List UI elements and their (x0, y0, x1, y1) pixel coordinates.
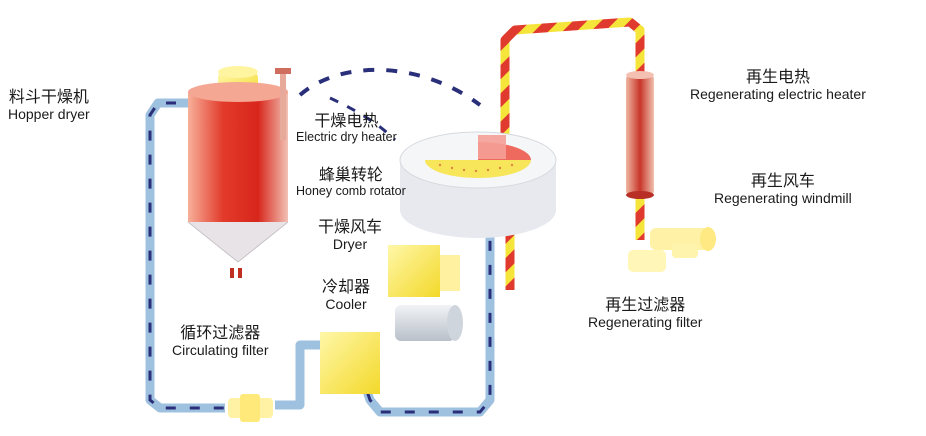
label-zh: 蜂巢转轮 (318, 165, 383, 184)
label-zh: 干燥风车 (318, 217, 383, 236)
label-regen-heater: 再生电热 Regenerating electric heater (690, 67, 866, 103)
label-en: Hopper dryer (8, 106, 90, 123)
label-honey-comb-rotator: 蜂巢转轮 Honey comb rotator (296, 165, 406, 199)
label-zh: 循环过滤器 (180, 323, 261, 342)
label-zh: 再生电热 (745, 67, 810, 86)
label-regen-filter: 再生过滤器 Regenerating filter (588, 295, 703, 331)
label-cooler: 冷却器 Cooler (322, 277, 371, 313)
label-dryer: 干燥风车 Dryer (318, 217, 383, 253)
honeycomb-rotator (399, 131, 557, 238)
dryer-fan (388, 245, 460, 297)
label-en: Regenerating electric heater (690, 86, 866, 103)
label-en: Regenerating windmill (714, 190, 852, 207)
label-en: Circulating filter (172, 342, 269, 359)
label-zh: 干燥电热 (314, 111, 379, 130)
label-en: Honey comb rotator (296, 184, 406, 199)
regen-heater (626, 71, 654, 199)
return-air-arrows (148, 101, 492, 414)
label-zh: 冷却器 (322, 277, 371, 296)
circulating-filter (228, 394, 273, 422)
label-en: Cooler (325, 296, 367, 313)
label-en: Dryer (332, 236, 368, 253)
label-en: Electric dry heater (296, 130, 397, 145)
label-en: Regenerating filter (588, 314, 703, 331)
regeneration-pipe (500, 17, 645, 290)
label-zh: 料斗干燥机 (8, 87, 89, 106)
label-regen-windmill: 再生风车 Regenerating windmill (714, 171, 852, 207)
label-circulating-filter: 循环过滤器 Circulating filter (172, 323, 269, 359)
dry-air-arc (298, 67, 482, 142)
hopper-dryer (187, 66, 291, 278)
label-zh: 再生风车 (750, 171, 815, 190)
cooler (320, 305, 463, 394)
regen-filter (628, 244, 698, 272)
label-zh: 再生过滤器 (605, 295, 686, 314)
label-hopper-dryer: 料斗干燥机 Hopper dryer (8, 87, 90, 123)
label-electric-dry-heater: 干燥电热 Electric dry heater (296, 111, 397, 145)
